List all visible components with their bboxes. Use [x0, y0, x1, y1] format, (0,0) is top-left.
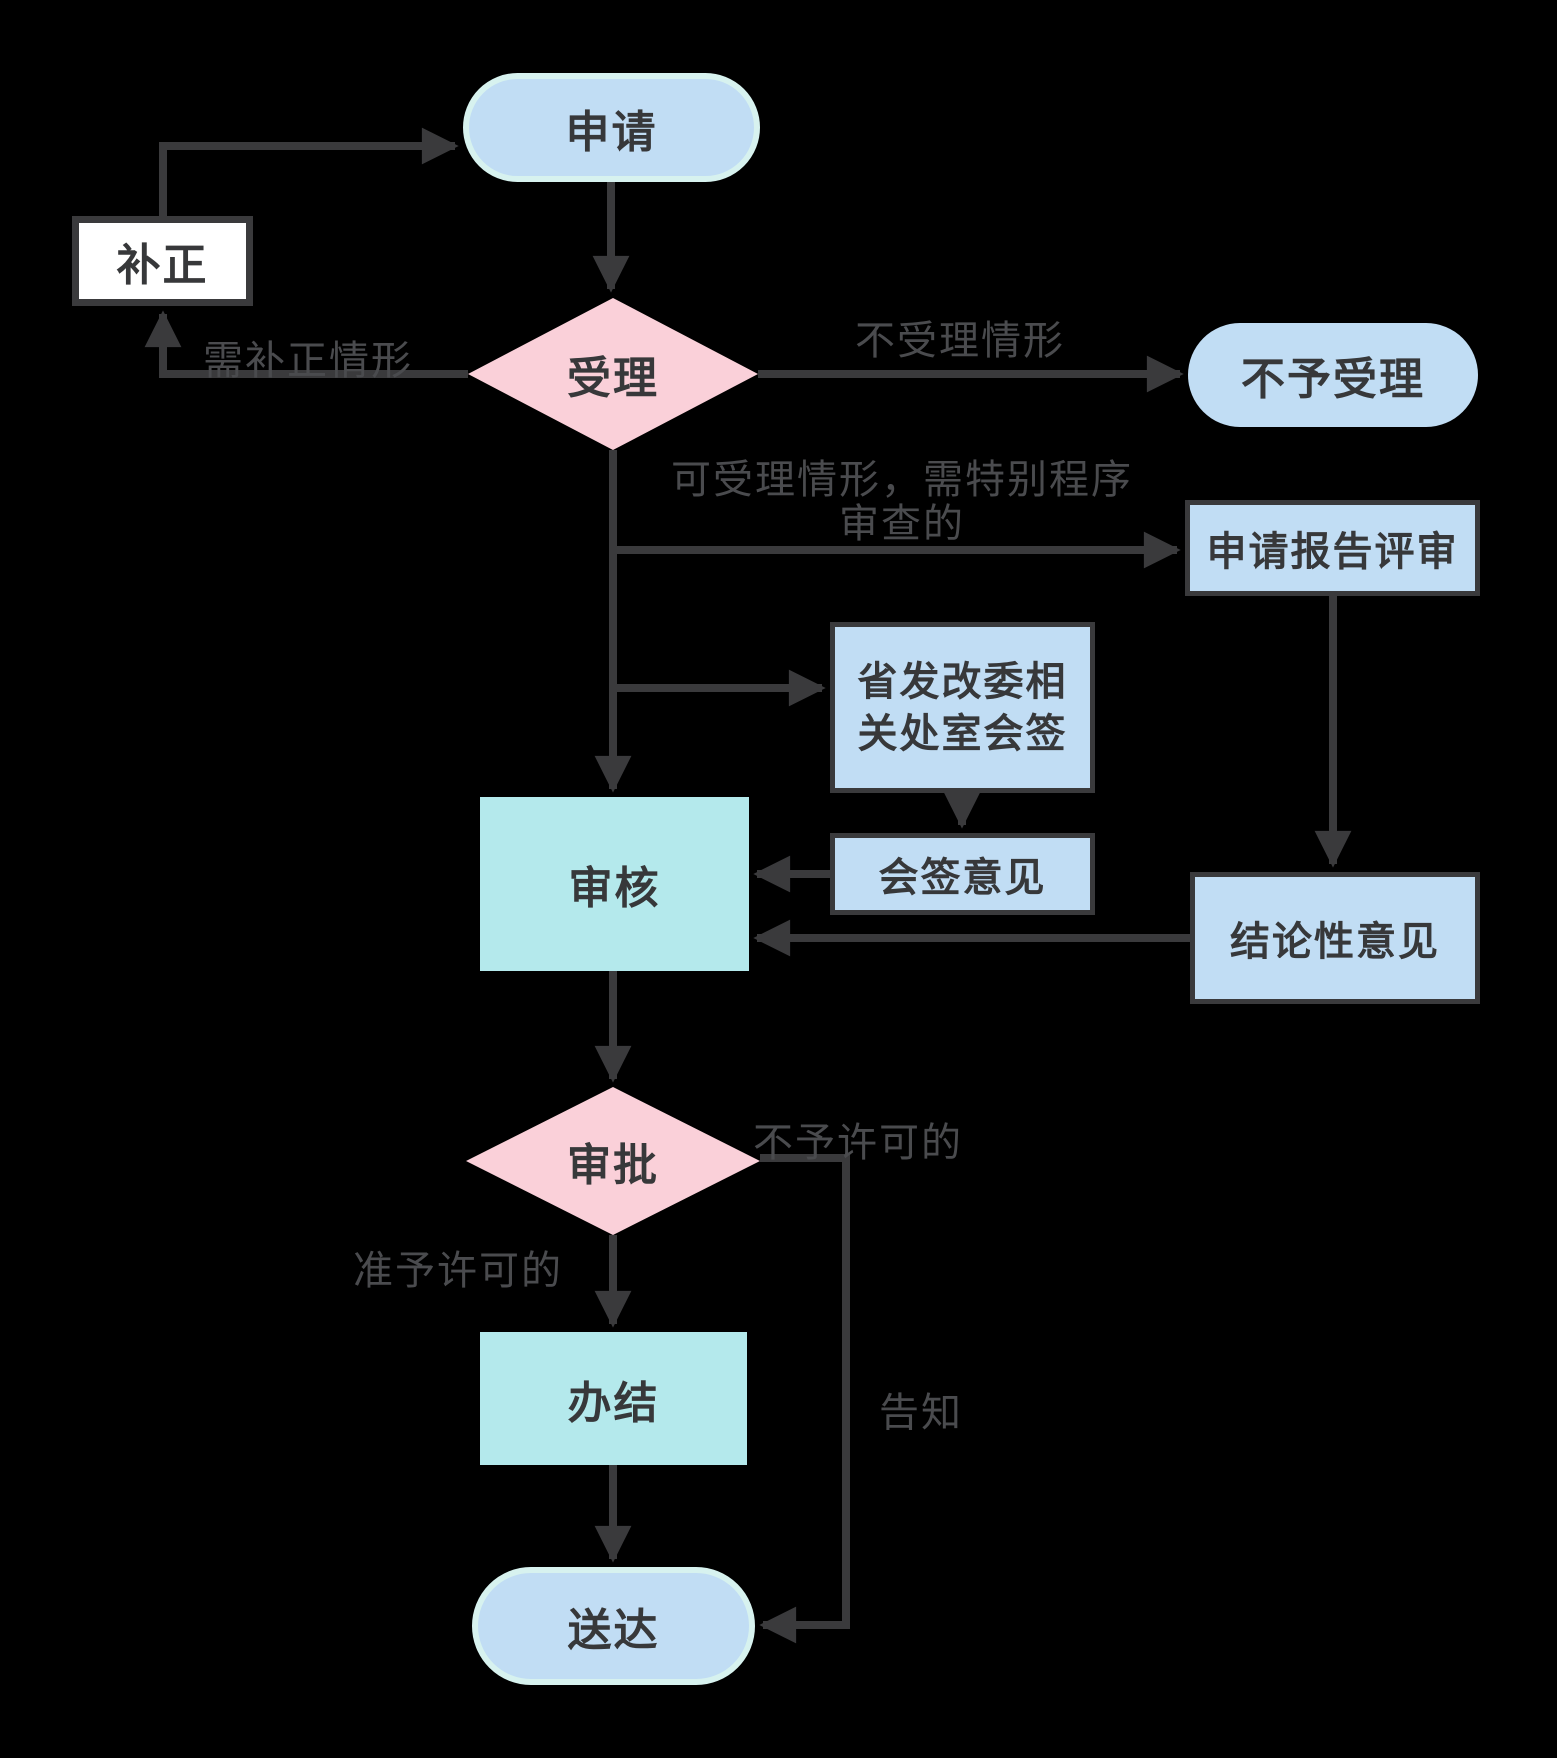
label-acceptable-line2: 审查的 — [839, 502, 965, 546]
label-not-accept: 不受理情形 — [855, 319, 1065, 363]
node-supplement: 补正 — [72, 216, 253, 306]
label-need-supplement: 需补正情形 — [203, 339, 413, 383]
node-conclusive-opinion-label: 结论性意见 — [1230, 920, 1440, 964]
label-permitted: 准予许可的 — [353, 1249, 563, 1293]
node-conclusive-opinion: 结论性意见 — [1190, 872, 1480, 1004]
node-countersign-opinion: 会签意见 — [830, 833, 1095, 915]
node-report-review: 申请报告评审 — [1185, 500, 1480, 596]
label-acceptable-line1: 可受理情形，需特别程序 — [671, 458, 1133, 502]
node-countersign: 省发改委相关处室会签 — [830, 622, 1095, 793]
node-complete-label: 办结 — [567, 1378, 660, 1428]
node-review-label: 审核 — [568, 864, 661, 913]
edge-accept-to-supplement — [144, 310, 468, 378]
node-complete: 办结 — [480, 1332, 747, 1465]
node-reject-label: 不予受理 — [1241, 355, 1425, 404]
label-notify: 告知 — [879, 1391, 963, 1435]
node-countersign-label: 省发改委相关处室会签 — [857, 659, 1068, 756]
node-approval-label: 审批 — [567, 1141, 659, 1190]
node-supplement-label: 补正 — [116, 241, 209, 290]
label-acceptable-special: 可受理情形，需特别程序 审查的 — [671, 458, 1133, 546]
node-apply: 申请 — [463, 73, 760, 182]
edge-supplement-to-apply — [159, 127, 459, 216]
edge-approval-to-deliver — [759, 1154, 850, 1644]
node-deliver: 送达 — [472, 1567, 755, 1685]
node-countersign-opinion-label: 会签意见 — [878, 856, 1047, 900]
node-accept-label: 受理 — [567, 354, 659, 403]
node-apply-label: 申请 — [565, 107, 658, 157]
node-review: 审核 — [480, 797, 749, 971]
node-deliver-label: 送达 — [567, 1606, 660, 1655]
label-not-permitted: 不予许可的 — [753, 1121, 963, 1165]
node-report-review-label: 申请报告评审 — [1206, 530, 1459, 574]
node-reject: 不予受理 — [1188, 323, 1478, 427]
